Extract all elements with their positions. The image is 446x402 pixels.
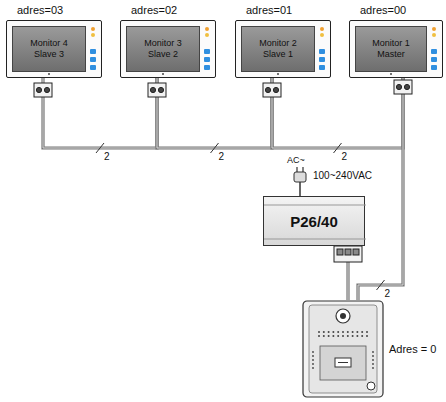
- mains-plug: [294, 167, 306, 196]
- door-station: Adres = 0: [302, 300, 384, 398]
- monitor-screen: Monitor 1 Master: [355, 26, 427, 72]
- monitor-screen: Monitor 3 Slave 2: [126, 26, 200, 72]
- two-wire-bus: [358, 78, 403, 300]
- address-label: adres=02: [131, 4, 177, 16]
- voltage-label: 100~240VAC: [312, 171, 373, 181]
- wire-count: 2: [103, 152, 111, 162]
- monitor-name: Monitor 2 Slave 1: [247, 38, 309, 60]
- wire-count: 2: [341, 152, 349, 162]
- two-wire-bus: [43, 78, 157, 148]
- terminal-block: [34, 83, 52, 97]
- monitor-name: Monitor 3 Slave 2: [132, 38, 194, 60]
- power-supply-box: P26/40: [263, 196, 365, 246]
- address-label: adres=03: [17, 4, 63, 16]
- terminal-block: [334, 246, 362, 262]
- monitor-unit: adres=01Monitor 2 Slave 1: [235, 20, 331, 78]
- monitor-name: Monitor 1 Master: [360, 38, 422, 60]
- two-wire-bus: [157, 78, 272, 148]
- monitor-name: Monitor 4 Slave 3: [18, 38, 80, 60]
- monitor-unit: adres=00Monitor 1 Master: [349, 20, 443, 78]
- monitor-unit: adres=02Monitor 3 Slave 2: [120, 20, 216, 78]
- wire-count: 2: [384, 289, 392, 299]
- terminal-block: [148, 83, 166, 97]
- terminal-block: [394, 80, 412, 94]
- door-station-drawing: [302, 300, 384, 398]
- address-label: adres=01: [246, 4, 292, 16]
- two-wire-bus: [272, 78, 403, 148]
- terminal-block: [263, 83, 281, 97]
- wire-count: 2: [218, 152, 226, 162]
- monitor-screen: Monitor 2 Slave 1: [241, 26, 315, 72]
- device-name: P26/40: [290, 213, 338, 230]
- monitor-screen: Monitor 4 Slave 3: [12, 26, 86, 72]
- monitor-unit: adres=03Monitor 4 Slave 3: [6, 20, 102, 78]
- address-label: Adres = 0: [389, 343, 436, 355]
- ac-symbol: AC~: [286, 156, 306, 165]
- address-label: adres=00: [360, 4, 406, 16]
